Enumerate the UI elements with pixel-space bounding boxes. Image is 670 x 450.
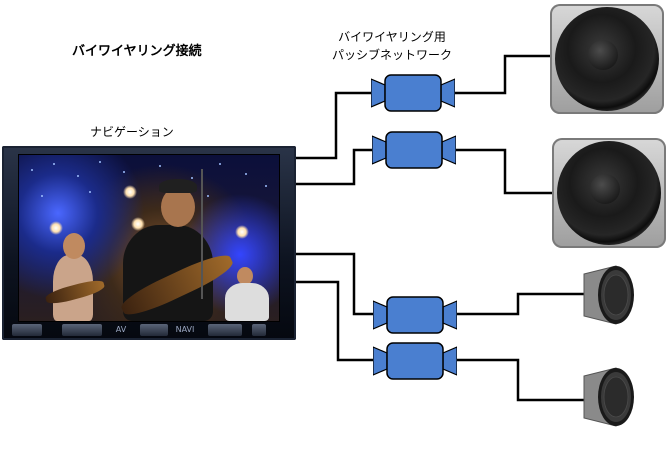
navi-button[interactable]: NAVI xyxy=(175,325,195,334)
navigation-label: ナビゲーション xyxy=(90,125,174,139)
wire-network-1-to-woofer-1 xyxy=(454,54,550,95)
tweeter-speaker-icon xyxy=(583,265,634,325)
navigation-head-unit: AV NAVI xyxy=(2,146,296,340)
woofer-speaker-icon xyxy=(550,4,664,114)
network-label-line1: バイワイヤリング用 xyxy=(338,30,446,44)
wire-head-to-network-3 xyxy=(296,252,374,316)
wire-head-to-network-4 xyxy=(296,280,374,362)
passive-network-icon xyxy=(372,131,456,169)
woofer-speaker-icon xyxy=(552,138,666,248)
passive-network-icon xyxy=(373,296,457,334)
tweeter-speaker-icon xyxy=(583,367,634,427)
wire-network-4-to-tweeter-2 xyxy=(454,358,584,402)
menu-button[interactable] xyxy=(140,324,168,336)
wire-network-2-to-woofer-2 xyxy=(454,148,552,195)
wire-network-3-to-tweeter-1 xyxy=(454,292,584,316)
eject-button[interactable] xyxy=(62,324,102,336)
diagram-title: バイワイヤリング接続 xyxy=(72,44,202,59)
home-button[interactable] xyxy=(252,324,266,336)
head-unit-controls: AV NAVI xyxy=(8,322,290,336)
volume-button[interactable] xyxy=(208,324,242,336)
wire-head-to-network-2 xyxy=(296,148,373,186)
network-label-line2: パッシブネットワーク xyxy=(332,48,453,62)
head-unit-screen xyxy=(18,154,280,322)
network-label: バイワイヤリング用 パッシブネットワーク xyxy=(332,28,452,64)
passive-network-icon xyxy=(373,342,457,380)
wire-head-to-network-1 xyxy=(296,91,372,160)
av-button[interactable]: AV xyxy=(115,325,127,334)
passive-network-icon xyxy=(371,74,455,112)
power-button[interactable] xyxy=(12,324,42,336)
